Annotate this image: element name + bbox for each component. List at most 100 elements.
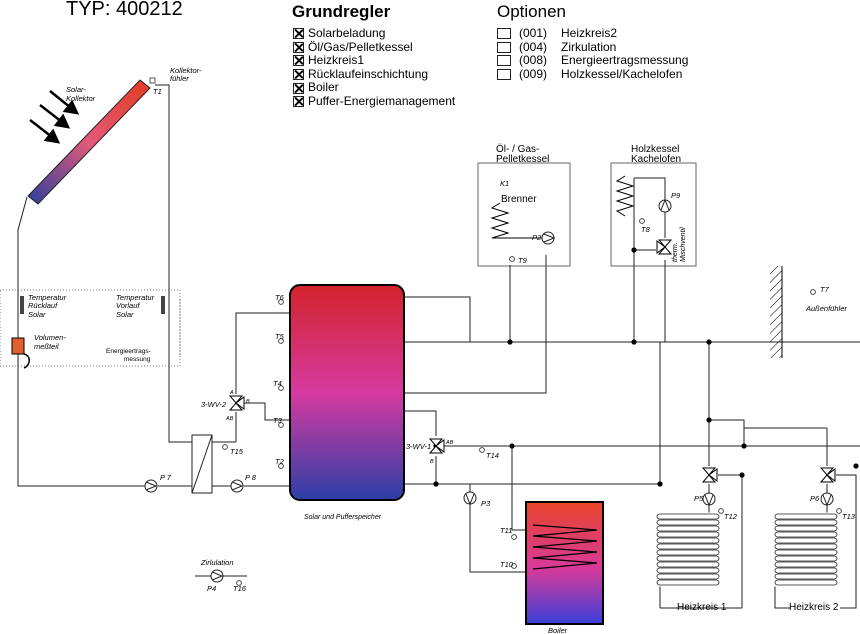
valve-hk1-icon <box>701 467 718 483</box>
option-code: (001) <box>519 26 548 40</box>
pipe <box>235 312 290 394</box>
empty-checkbox[interactable] <box>497 41 511 53</box>
grundregler-item-label: Öl/Gas/Pelletkessel <box>308 39 413 54</box>
sensors <box>222 218 842 586</box>
label-mischventil: Mischventil <box>680 227 687 262</box>
empty-checkbox[interactable] <box>497 28 511 40</box>
radiator-row <box>656 531 720 538</box>
label-p5: P5 <box>694 494 704 503</box>
sensor-t1 <box>149 77 156 84</box>
radiator-row <box>656 561 720 568</box>
label-solar-kollektor: Kollektor <box>66 94 96 103</box>
label-p8: P 8 <box>245 473 257 482</box>
empty-checkbox[interactable] <box>497 55 511 67</box>
label-heizkreis-1: Heizkreis 1 <box>677 602 727 613</box>
label-volumen: meßteil <box>34 342 59 351</box>
label-p9: P9 <box>671 191 681 200</box>
label-brenner: Brenner <box>501 194 537 205</box>
grundregler-item: Öl/Gas/Pelletkessel <box>293 39 455 55</box>
flow-sensor-icon <box>161 296 165 314</box>
option-item: (009)Holzkessel/Kachelofen <box>497 66 688 82</box>
volume-meter-icon <box>11 337 25 355</box>
burner-coil <box>490 202 542 239</box>
checked-checkbox[interactable] <box>293 28 304 40</box>
option-code: (004) <box>519 39 548 54</box>
label-solar-kollektor: Solar- <box>66 85 86 94</box>
radiator-row <box>774 513 838 520</box>
option-item: (001) Heizkreis2 <box>497 26 688 41</box>
valve-3wv2-icon <box>228 395 245 411</box>
label-energie: messung <box>124 356 151 363</box>
radiator-row <box>656 573 720 580</box>
grundregler-item: Boiler <box>293 81 455 95</box>
option-label: Zirkulation <box>561 39 617 54</box>
boiler-coil <box>532 524 598 570</box>
label-t2: T2 <box>275 457 285 466</box>
grundregler-item: Heizkreis1 <box>293 54 455 68</box>
wood-boiler-box <box>610 162 697 267</box>
valve-3wv1-icon <box>428 438 445 454</box>
grundregler-item-label: Solarbeladung <box>308 26 386 40</box>
radiator-row <box>656 537 720 544</box>
label-t1: T1 <box>153 87 162 96</box>
label-p2: P2 <box>532 233 542 242</box>
radiator-row <box>656 543 720 550</box>
option-label: Heizkreis2 <box>561 26 618 40</box>
label-t3: T3 <box>273 416 283 425</box>
sensor-panel-box <box>0 289 181 367</box>
checked-checkbox[interactable] <box>293 96 304 108</box>
radiator-row <box>774 561 838 568</box>
checked-checkbox[interactable] <box>293 69 304 81</box>
wood-coil <box>615 175 635 217</box>
pump-p3-icon <box>463 491 477 505</box>
label-t6: T6 <box>275 293 285 302</box>
label-p7: P 7 <box>160 473 172 482</box>
radiator-row <box>656 555 720 562</box>
radiator-row <box>774 555 838 562</box>
checked-checkbox[interactable] <box>293 55 304 67</box>
radiator-row <box>774 537 838 544</box>
radiator-row <box>656 567 720 574</box>
label-ab: AB <box>225 416 234 422</box>
checked-checkbox[interactable] <box>293 41 304 53</box>
solar-collector <box>27 79 151 205</box>
label-kollektorfuehler: fühler <box>170 74 189 83</box>
label-aussenfuehler: Außenfühler <box>805 304 847 313</box>
grundregler-item-label: Heizkreis1 <box>308 53 365 68</box>
empty-checkbox[interactable] <box>497 69 511 81</box>
label-a: A <box>229 390 234 396</box>
grundregler-item: Rücklaufeinschichtung <box>293 66 455 82</box>
label-kachelofen: Kachelofen <box>631 154 681 165</box>
label-ruecklauf: Temperatur <box>28 293 67 302</box>
grundregler-item-label: Rücklaufeinschichtung <box>308 66 429 81</box>
label-k1: K1 <box>500 179 509 188</box>
label-t10: T10 <box>500 560 514 569</box>
pipe <box>634 177 666 200</box>
label-kollektorfuehler: Kollektor- <box>170 66 202 75</box>
label-t13: T13 <box>842 512 856 521</box>
option-label: Holzkessel/Kachelofen <box>561 66 683 81</box>
label-p3: P3 <box>481 499 491 508</box>
radiator-row <box>774 567 838 574</box>
valves <box>228 239 836 483</box>
collector-return-pipe <box>17 196 145 487</box>
radiator-row <box>656 525 720 532</box>
pipe <box>709 419 745 446</box>
checked-checkbox[interactable] <box>293 82 304 94</box>
label-speicher: Solar und Pufferspeicher <box>304 514 382 521</box>
pipe <box>244 402 290 421</box>
label-vorlauf: Solar <box>116 310 134 319</box>
label-b: B <box>246 399 250 405</box>
label-t15: T15 <box>230 447 244 456</box>
sun-rays-icon <box>29 90 80 144</box>
pipe <box>404 410 437 436</box>
label-b: B <box>430 459 434 465</box>
pipe <box>511 446 526 531</box>
radiator-row <box>774 519 838 526</box>
grundregler-list: Solarbeladung Öl/Gas/Pelletkessel Heizkr… <box>293 26 455 109</box>
option-code: (008) <box>519 53 548 68</box>
label-holzkessel: Holzkessel <box>631 144 679 155</box>
pump-p6-icon <box>820 492 834 506</box>
label-3wv2: 3-WV-2 <box>201 400 227 409</box>
